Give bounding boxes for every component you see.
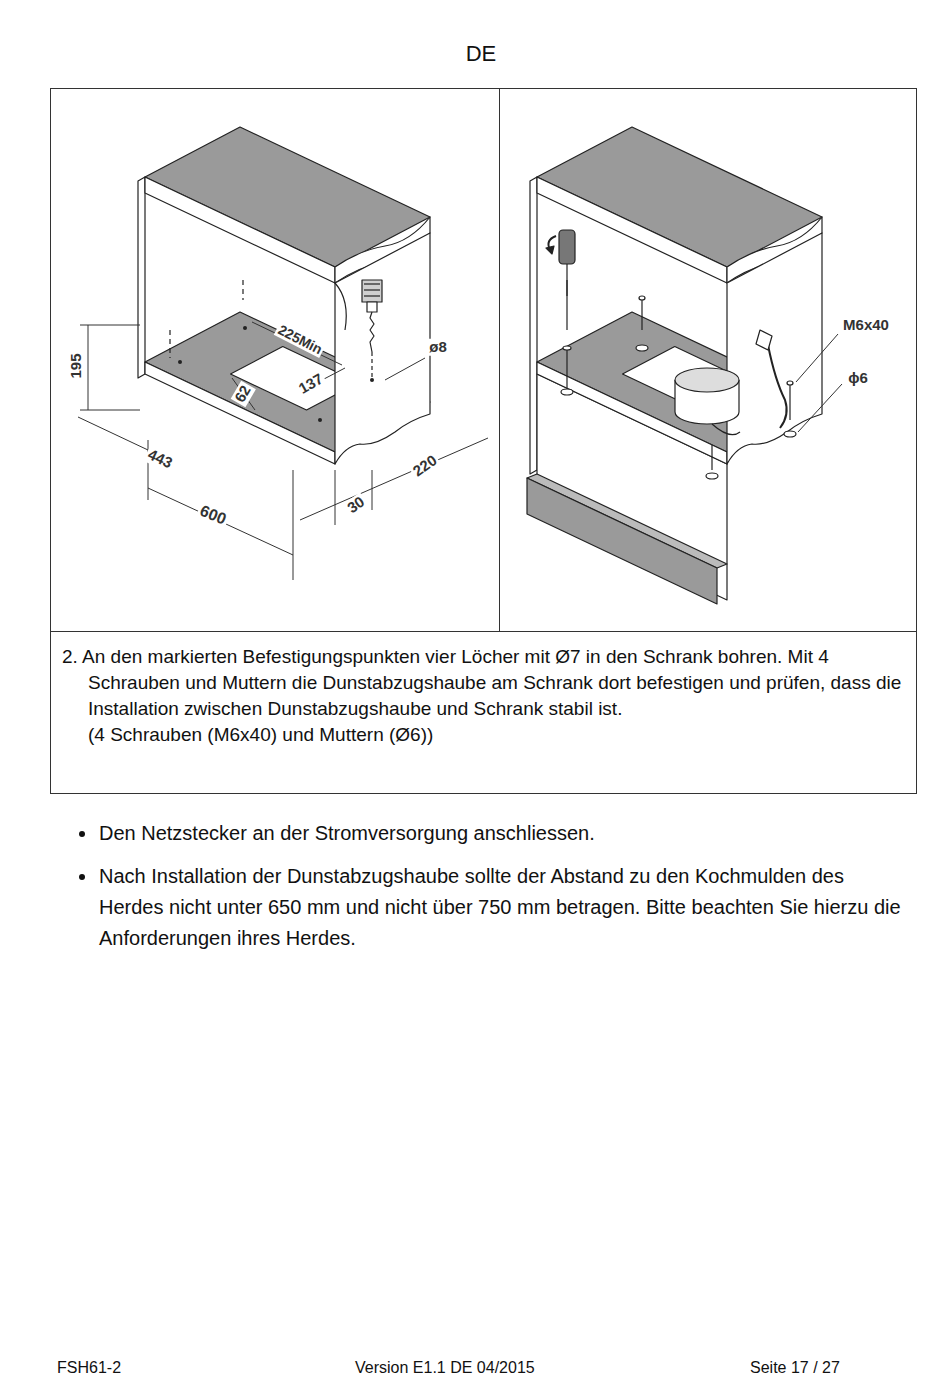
drawing-line [711,445,712,470]
drawing-line [80,325,140,326]
dimension-lines [78,322,488,580]
drawing-line [372,470,373,510]
drawing-line [566,264,567,296]
step-text: 2. An den markierten Befestigungspunkten… [62,644,906,722]
drawing-g [170,280,243,358]
drawing-line [293,470,294,580]
drawing-ellipse [784,431,796,437]
drawing-polygon [537,177,727,283]
drawing-line [88,325,89,410]
footer-model: FSH61-2 [57,1359,121,1377]
drawing-ellipse [787,381,793,385]
drawing-g [178,326,374,422]
drawing-ellipse [636,345,648,351]
drawing-line [252,322,342,365]
drawing-path [756,330,772,350]
dimension: 30 [343,492,369,517]
drawing-rect [362,280,382,302]
drawing-line [80,410,140,411]
drawing-line [499,88,500,631]
drawing-path [712,424,740,435]
drawing-path [370,312,374,352]
drawing-line [798,384,842,432]
leader-lines [796,334,842,432]
cabinet-mounting [527,127,822,604]
drawing-ellipse [675,368,739,392]
drawing-circle [243,326,247,330]
drawing-rect [367,302,377,312]
dimension: 220 [408,451,441,481]
drawing-line [364,283,380,284]
footer-page: Seite 17 / 27 [750,1359,840,1377]
drawing-polygon [527,478,717,604]
drawing-ellipse [706,473,718,479]
screw-size: M6x40 [841,317,891,334]
table-frame [51,88,917,632]
drawing-circle [318,418,322,422]
parts-note: (4 Schrauben (M6x40) und Muttern (Ø6)) [62,722,906,748]
drawing-line [566,350,567,388]
drawing-ellipse [639,296,645,300]
drawing-rect [51,89,917,632]
drawing-ellipse [563,346,571,350]
drawing-polygon [546,246,554,254]
nut-size: ϕ6 [846,370,870,387]
drawing-line [169,330,170,358]
footer-version: Version E1.1 DE 04/2015 [355,1359,535,1377]
drawing-line [385,358,425,380]
drawing-polygon [138,177,145,378]
drawing-line [335,470,336,525]
drawing-line [641,300,642,330]
drawing-circle [178,360,182,364]
page-language: DE [466,42,497,66]
dimension: 600 [195,501,230,529]
drawing-line [78,417,148,450]
drawing-g [561,280,796,479]
drawing-polygon [530,177,537,474]
drawing-line [371,352,372,378]
bullet-text: Nach Installation der Dunstabzugshaube s… [99,865,901,949]
hole-diameter: ø8 [427,339,449,356]
drawing-line [796,334,838,382]
drawing-ellipse [561,389,573,395]
drawing-path [768,345,787,428]
drawing-line [789,385,790,420]
drawing-line [148,488,293,555]
instruction-box: 2. An den markierten Befestigungspunkten… [50,631,917,794]
bullet-text: Den Netzstecker an der Stromversorgung a… [99,822,595,844]
drawing-rect [559,230,575,264]
cabinet-drilling [138,127,430,464]
drawing-path [335,283,346,330]
drawing-line [364,295,380,296]
bullet-item: Den Netzstecker an der Stromversorgung a… [98,818,908,849]
drawing-path [335,233,430,464]
drawing-line [364,289,380,290]
drawing-circle [370,378,374,382]
bullet-list: Den Netzstecker an der Stromversorgung a… [50,818,908,966]
drawing-line [242,280,243,300]
drawing-polygon [145,177,335,283]
dimension: 195 [68,351,85,380]
drawing-path [727,233,822,464]
bullet-item: Nach Installation der Dunstabzugshaube s… [98,861,908,954]
drawing-line [300,438,488,520]
